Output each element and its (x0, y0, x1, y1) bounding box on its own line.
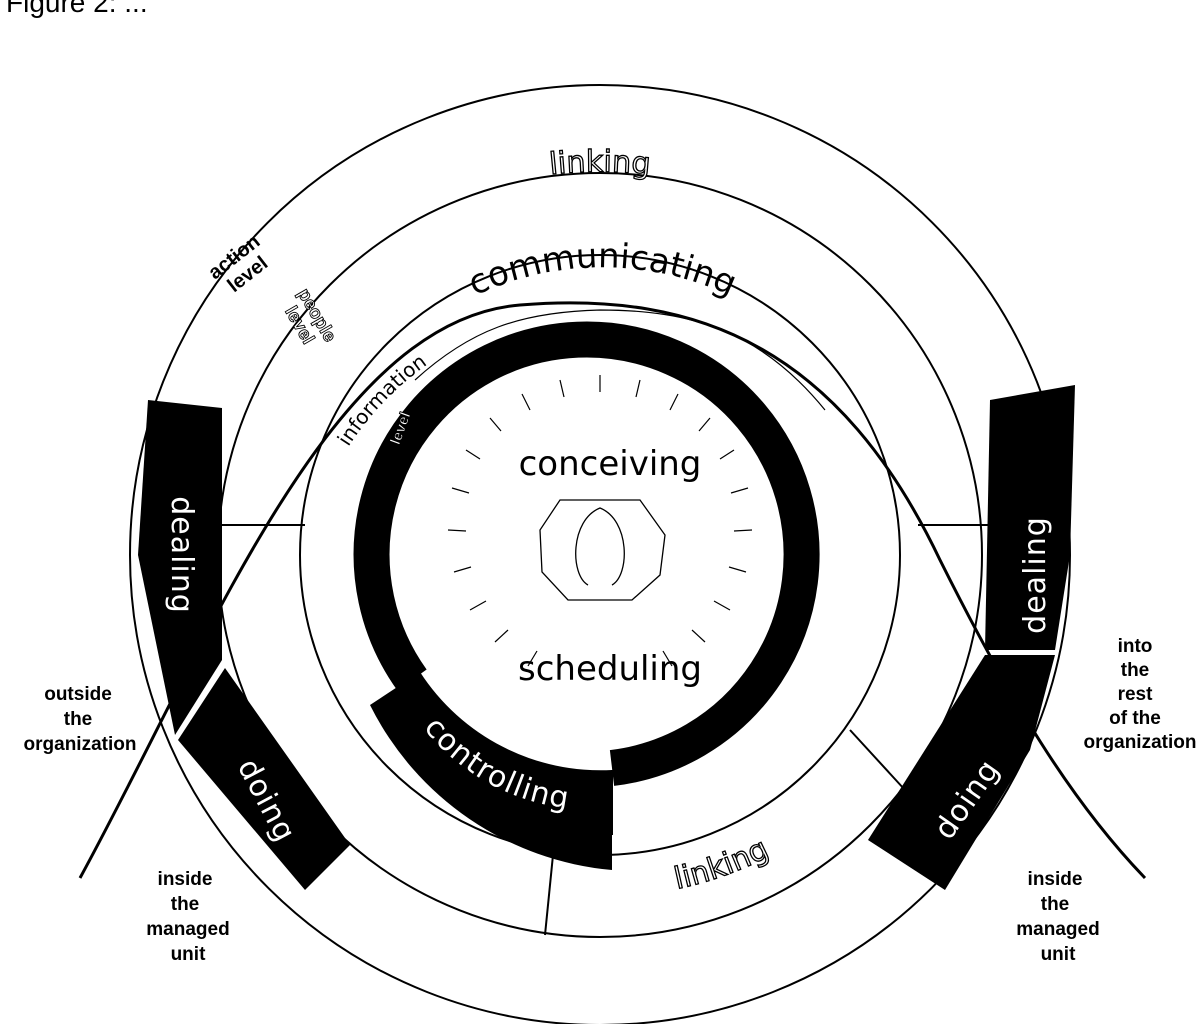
label-linking-top: linking (548, 145, 652, 183)
svg-text:the: the (64, 709, 93, 730)
label-communicating: communicating (462, 236, 742, 304)
annotation-outside-organization: outside the organization (24, 684, 137, 755)
annotation-inside-managed-unit-left: inside the managed unit (146, 869, 229, 965)
svg-text:unit: unit (171, 944, 206, 965)
label-dealing-right: dealing (1018, 516, 1053, 634)
svg-text:inside: inside (158, 869, 213, 890)
svg-text:organization: organization (1084, 732, 1197, 753)
svg-text:the: the (1121, 660, 1150, 681)
annotation-into-organization: into the rest of the organization (1084, 636, 1197, 753)
svg-text:organization: organization (24, 734, 137, 755)
action-level-label: action level (204, 230, 278, 301)
svg-text:into: into (1118, 636, 1153, 657)
svg-text:rest: rest (1118, 684, 1154, 705)
outer-ring (130, 85, 1070, 1024)
doing-band-right (868, 655, 1055, 890)
svg-text:outside: outside (44, 684, 112, 705)
svg-text:the: the (171, 894, 200, 915)
label-scheduling: scheduling (518, 649, 702, 689)
annotation-inside-managed-unit-right: inside the managed unit (1016, 869, 1099, 965)
svg-text:managed: managed (146, 919, 229, 940)
svg-text:inside: inside (1028, 869, 1083, 890)
svg-text:managed: managed (1016, 919, 1099, 940)
label-conceiving: conceiving (519, 444, 702, 484)
conceiving-emblem (448, 375, 752, 666)
svg-text:of the: of the (1109, 708, 1161, 729)
svg-text:unit: unit (1041, 944, 1076, 965)
figure-header: Figure 2: ... (6, 0, 148, 18)
people-level-label: people level (277, 285, 341, 355)
svg-text:the: the (1041, 894, 1070, 915)
label-dealing-left: dealing (164, 496, 199, 614)
divider-lower-right (850, 730, 905, 790)
